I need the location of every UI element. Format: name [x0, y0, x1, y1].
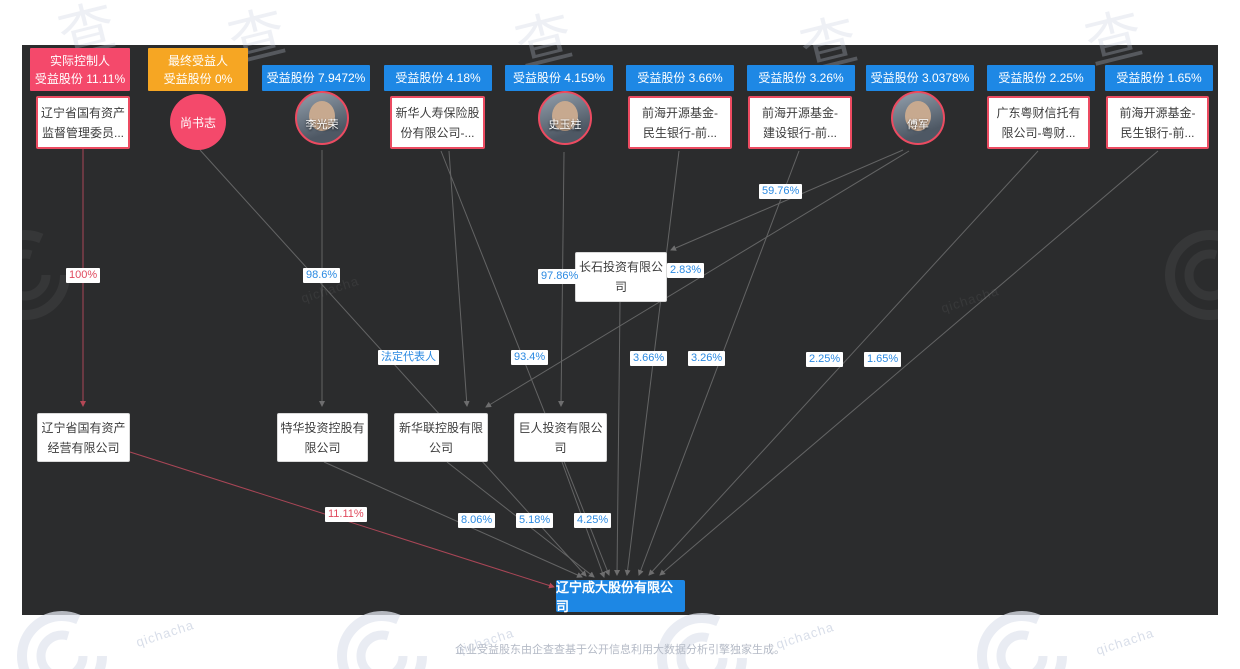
edge-label-3-26pct: 3.26% — [688, 351, 726, 366]
badge-beneficial-share: 受益股份 7.9472% — [262, 65, 370, 91]
edge-59-76pct — [670, 149, 904, 251]
edge-into-xinhualian-right — [485, 150, 910, 408]
watermark-logo — [337, 611, 427, 669]
watermark-logo — [17, 611, 107, 669]
watermark-logo — [977, 611, 1067, 669]
badge-beneficial-share: 受益股份 4.159% — [505, 65, 613, 91]
edge-2-83pct — [614, 301, 621, 576]
node-qianhai-kaiyuan-minsheng-1[interactable]: 前海开源基金- 民生银行-前... — [628, 96, 732, 149]
watermark-logo — [657, 613, 747, 669]
node-guangdong-yuecai-trust[interactable]: 广东粤财信托有 限公司-粤财... — [987, 96, 1090, 149]
watermark-logo — [1165, 230, 1240, 320]
edge-1-65pct — [659, 150, 1159, 576]
edge-label-5-18pct: 5.18% — [516, 513, 554, 528]
edge-label-59-76pct: 59.76% — [759, 184, 803, 199]
edge-label-2-83pct: 2.83% — [667, 263, 705, 278]
edge-label-98-6pct: 98.6% — [303, 268, 341, 283]
node-fu-jun[interactable]: 傅军 — [891, 91, 945, 145]
node-tehua-investment[interactable]: 特华投资控股有 限公司 — [277, 413, 368, 462]
edge-label-100pct: 100% — [66, 268, 101, 283]
node-xinhualian-holding[interactable]: 新华联控股有限 公司 — [394, 413, 488, 462]
node-shi-yuzhu[interactable]: 史玉柱 — [538, 91, 592, 145]
node-li-guangrong[interactable]: 李光荣 — [295, 91, 349, 145]
edge-8-06pct — [323, 461, 583, 578]
node-changshi-investment[interactable]: 长石投资有限公 司 — [575, 252, 667, 302]
node-liaoning-chengda[interactable]: 辽宁成大股份有限公司 — [556, 580, 685, 614]
node-shang-shuzhi[interactable]: 尚书志 — [170, 94, 226, 150]
node-qianhai-kaiyuan-jianshe[interactable]: 前海开源基金- 建设银行-前... — [748, 96, 852, 149]
avatar-name: 傅军 — [907, 119, 929, 131]
edge-label-11-11pct: 11.11% — [325, 507, 367, 522]
footer-disclaimer: 企业受益股东由企查查基于公开信息利用大数据分析引擎独家生成。 — [455, 644, 785, 656]
badge-beneficial-share: 受益股份 3.0378% — [866, 65, 974, 91]
node-liaoning-sasac[interactable]: 辽宁省国有资产 监督管理委员... — [36, 96, 130, 149]
edge-label-2-25pct: 2.25% — [806, 352, 844, 367]
edge-label-legal-rep: 法定代表人 — [378, 350, 439, 365]
edge-label-1-65pct: 1.65% — [864, 352, 902, 367]
badge-ultimate-beneficiary: 最终受益人 受益股份 0% — [148, 48, 248, 91]
edge-label-97-86pct: 97.86% — [538, 269, 582, 284]
node-giant-investment[interactable]: 巨人投资有限公 司 — [514, 413, 607, 462]
watermark-logo — [0, 230, 70, 320]
badge-beneficial-share: 受益股份 4.18% — [384, 65, 492, 91]
badge-actual-controller: 实际控制人 受益股份 11.11% — [30, 48, 130, 91]
edge-label-3-66pct: 3.66% — [630, 351, 668, 366]
node-xinhua-life-insurance[interactable]: 新华人寿保险股 份有限公司-... — [390, 96, 485, 149]
node-liaoning-state-asset-operation[interactable]: 辽宁省国有资产 经营有限公司 — [37, 413, 130, 462]
edge-into-xinhualian-left — [448, 150, 470, 407]
badge-beneficial-share: 受益股份 3.66% — [626, 65, 734, 91]
avatar-name: 李光荣 — [305, 119, 339, 131]
edge-label-4-25pct: 4.25% — [574, 513, 612, 528]
avatar-name: 史玉柱 — [548, 119, 582, 131]
badge-beneficial-share: 受益股份 1.65% — [1105, 65, 1213, 91]
node-qianhai-kaiyuan-minsheng-2[interactable]: 前海开源基金- 民生银行-前... — [1106, 96, 1209, 149]
edge-label-93-4pct: 93.4% — [511, 350, 549, 365]
badge-beneficial-share: 受益股份 2.25% — [987, 65, 1095, 91]
badge-beneficial-share: 受益股份 3.26% — [747, 65, 855, 91]
edge-label-8-06pct: 8.06% — [458, 513, 496, 528]
edge-2-25pct — [648, 150, 1039, 576]
